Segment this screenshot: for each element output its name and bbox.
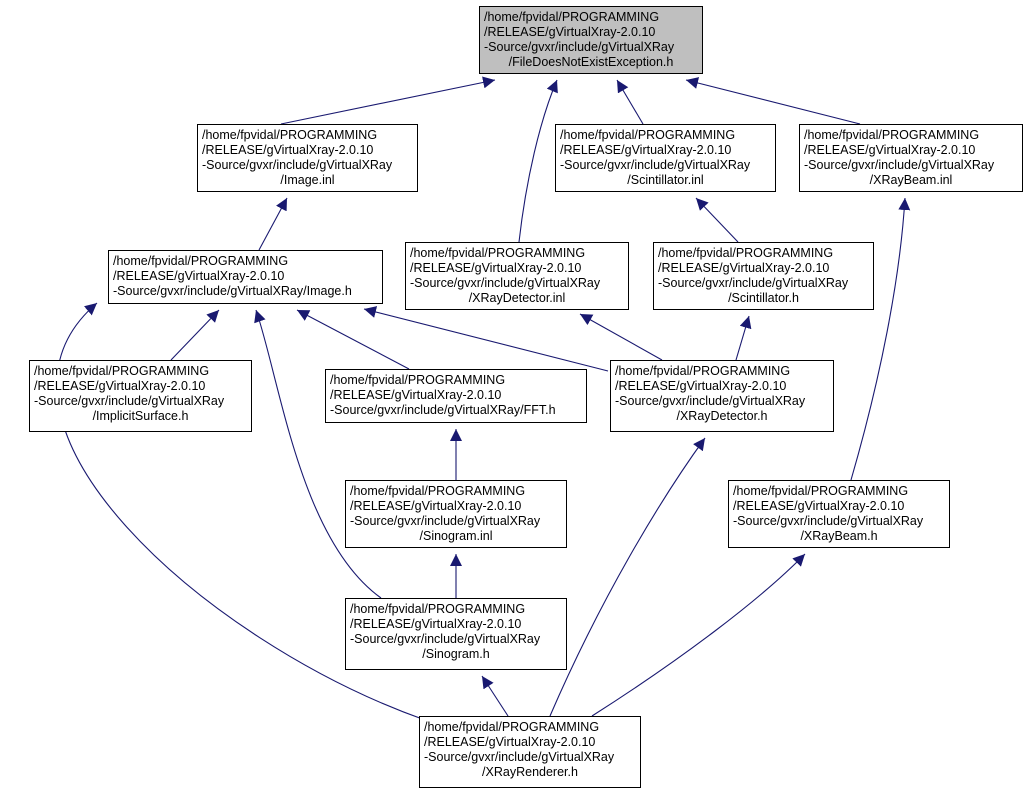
node-label-line: /RELEASE/gVirtualXray-2.0.10	[733, 499, 905, 513]
node-label-line: /home/fpvidal/PROGRAMMING	[484, 10, 660, 24]
node-label-line: /home/fpvidal/PROGRAMMING	[615, 364, 791, 378]
dependency-edge	[363, 306, 609, 372]
node-label-line: -Source/gvxr/include/gVirtualXRay	[658, 276, 849, 290]
node-label-line: -Source/gvxr/include/gVirtualXRay	[350, 514, 541, 528]
node-label-line: /RELEASE/gVirtualXray-2.0.10	[484, 25, 656, 39]
node-label-line: /home/fpvidal/PROGRAMMING	[410, 246, 586, 260]
node-label-line: -Source/gvxr/include/gVirtualXRay	[484, 40, 675, 54]
node-label-line: /Sinogram.inl	[419, 529, 493, 543]
graph-node[interactable]: /home/fpvidal/PROGRAMMING/RELEASE/gVirtu…	[108, 250, 383, 304]
node-label-line: /XRayDetector.inl	[468, 291, 566, 305]
node-label-line: /home/fpvidal/PROGRAMMING	[658, 246, 834, 260]
node-label-line: /RELEASE/gVirtualXray-2.0.10	[615, 379, 787, 393]
node-label-line: /RELEASE/gVirtualXray-2.0.10	[330, 388, 502, 402]
node-label-line: /RELEASE/gVirtualXray-2.0.10	[658, 261, 830, 275]
graph-node[interactable]: /home/fpvidal/PROGRAMMING/RELEASE/gVirtu…	[555, 124, 776, 192]
graph-node[interactable]: /home/fpvidal/PROGRAMMING/RELEASE/gVirtu…	[799, 124, 1023, 192]
node-label-line: /Sinogram.h	[422, 647, 490, 661]
graph-node[interactable]: /home/fpvidal/PROGRAMMING/RELEASE/gVirtu…	[197, 124, 418, 192]
graph-node[interactable]: /home/fpvidal/PROGRAMMING/RELEASE/gVirtu…	[419, 716, 641, 788]
node-label-line: -Source/gvxr/include/gVirtualXRay	[615, 394, 806, 408]
dependency-edge	[280, 76, 496, 125]
dependency-edge	[735, 315, 752, 361]
node-label-line: -Source/gvxr/include/gVirtualXRay	[804, 158, 995, 172]
edges-layer	[56, 76, 911, 721]
node-label-line: /home/fpvidal/PROGRAMMING	[350, 602, 526, 616]
node-label-line: /Scintillator.inl	[627, 173, 704, 187]
node-label-line: /XRayRenderer.h	[482, 765, 578, 779]
dependency-edge	[481, 675, 509, 717]
node-label-line: /home/fpvidal/PROGRAMMING	[34, 364, 210, 378]
graph-node[interactable]: /home/fpvidal/PROGRAMMING/RELEASE/gVirtu…	[728, 480, 950, 548]
node-label-line: /XRayDetector.h	[676, 409, 768, 423]
graph-node[interactable]: /home/fpvidal/PROGRAMMING/RELEASE/gVirtu…	[345, 480, 567, 548]
dependency-edge	[258, 197, 288, 251]
dependency-edge	[591, 553, 806, 717]
node-label-line: /home/fpvidal/PROGRAMMING	[202, 128, 378, 142]
node-label-line: /FileDoesNotExistException.h	[508, 55, 674, 69]
node-label-line: -Source/gvxr/include/gVirtualXRay	[202, 158, 393, 172]
dependency-edge	[254, 309, 382, 599]
dependency-edge	[549, 437, 706, 717]
node-label-line: /RELEASE/gVirtualXray-2.0.10	[410, 261, 582, 275]
node-label-line: /home/fpvidal/PROGRAMMING	[733, 484, 909, 498]
node-label-line: /home/fpvidal/PROGRAMMING	[424, 720, 600, 734]
dependency-edge	[518, 79, 558, 243]
node-label-line: -Source/gvxr/include/gVirtualXRay/FFT.h	[330, 403, 556, 417]
node-label-line: -Source/gvxr/include/gVirtualXRay	[34, 394, 225, 408]
node-label-line: /RELEASE/gVirtualXray-2.0.10	[560, 143, 732, 157]
dependency-edge	[170, 309, 220, 361]
graph-node[interactable]: /home/fpvidal/PROGRAMMING/RELEASE/gVirtu…	[29, 360, 252, 432]
node-label-line: /Scintillator.h	[728, 291, 799, 305]
node-label-line: /Image.inl	[280, 173, 335, 187]
node-label-line: /XRayBeam.inl	[869, 173, 953, 187]
graph-node[interactable]: /home/fpvidal/PROGRAMMING/RELEASE/gVirtu…	[345, 598, 567, 670]
node-label-line: /RELEASE/gVirtualXray-2.0.10	[350, 499, 522, 513]
node-label-line: /RELEASE/gVirtualXray-2.0.10	[113, 269, 285, 283]
node-label-line: /home/fpvidal/PROGRAMMING	[804, 128, 980, 142]
node-label-line: /home/fpvidal/PROGRAMMING	[560, 128, 736, 142]
node-label-line: /home/fpvidal/PROGRAMMING	[330, 373, 506, 387]
node-label-line: -Source/gvxr/include/gVirtualXRay/Image.…	[113, 284, 352, 298]
graph-node[interactable]: /home/fpvidal/PROGRAMMING/RELEASE/gVirtu…	[325, 369, 587, 423]
node-label-line: -Source/gvxr/include/gVirtualXRay	[733, 514, 924, 528]
node-label-line: /XRayBeam.h	[800, 529, 878, 543]
node-label-line: /RELEASE/gVirtualXray-2.0.10	[202, 143, 374, 157]
node-label-line: /RELEASE/gVirtualXray-2.0.10	[34, 379, 206, 393]
node-label-line: /ImplicitSurface.h	[92, 409, 189, 423]
dependency-edge	[616, 79, 644, 125]
node-label-line: /home/fpvidal/PROGRAMMING	[113, 254, 289, 268]
node-label-line: -Source/gvxr/include/gVirtualXRay	[410, 276, 601, 290]
dependency-edge	[695, 197, 739, 243]
dependency-edge	[296, 309, 410, 370]
graph-node[interactable]: /home/fpvidal/PROGRAMMING/RELEASE/gVirtu…	[653, 242, 874, 310]
dependency-edge	[579, 313, 663, 361]
node-label-line: -Source/gvxr/include/gVirtualXRay	[350, 632, 541, 646]
dependency-edge	[850, 197, 911, 481]
node-label-line: /RELEASE/gVirtualXray-2.0.10	[350, 617, 522, 631]
node-label-line: /RELEASE/gVirtualXray-2.0.10	[424, 735, 596, 749]
node-label-line: /RELEASE/gVirtualXray-2.0.10	[804, 143, 976, 157]
node-label-line: /home/fpvidal/PROGRAMMING	[350, 484, 526, 498]
graph-node[interactable]: /home/fpvidal/PROGRAMMING/RELEASE/gVirtu…	[405, 242, 629, 310]
node-label-line: -Source/gvxr/include/gVirtualXRay	[560, 158, 751, 172]
dependency-edge	[685, 77, 861, 125]
graph-node[interactable]: /home/fpvidal/PROGRAMMING/RELEASE/gVirtu…	[610, 360, 834, 432]
dependency-edge	[56, 302, 426, 721]
node-label-line: -Source/gvxr/include/gVirtualXRay	[424, 750, 615, 764]
graph-node[interactable]: /home/fpvidal/PROGRAMMING/RELEASE/gVirtu…	[479, 6, 703, 74]
